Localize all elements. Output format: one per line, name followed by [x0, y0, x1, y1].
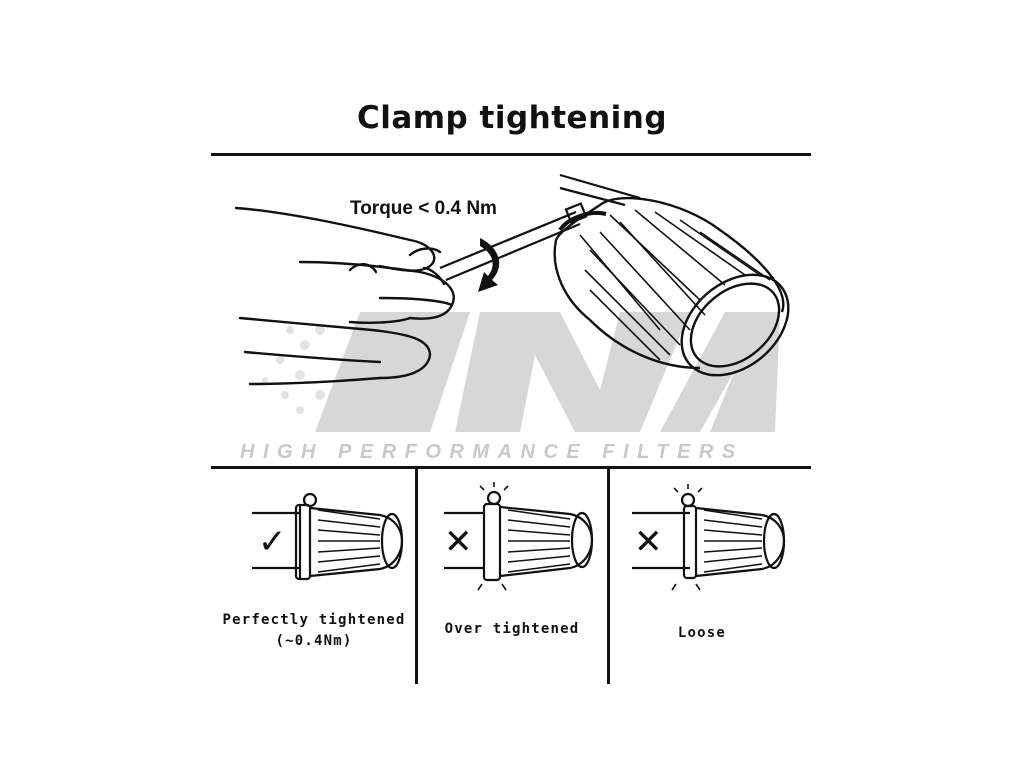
panel-3-caption: Loose — [610, 623, 794, 644]
middle-divider — [211, 466, 811, 469]
panel-1-caption: Perfectly tightened (~0.4Nm) — [214, 610, 414, 652]
panel-3-caption-line1: Loose — [677, 625, 727, 641]
panel-3-filter-icon — [632, 484, 786, 591]
panel-1-filter-icon — [252, 492, 404, 581]
panel-2-filter-icon — [444, 482, 594, 591]
panel-2-caption: Over tightened — [418, 619, 606, 640]
top-divider — [211, 153, 811, 156]
panel-divider-1 — [415, 466, 418, 684]
rotation-arrow-icon — [478, 238, 500, 292]
panel-2-caption-line1: Over tightened — [444, 621, 580, 637]
dna-logo-watermark — [262, 312, 780, 432]
watermark-tagline: HIGH PERFORMANCE FILTERS — [240, 441, 744, 463]
cross-icon: ✕ — [634, 522, 663, 562]
cross-icon: ✕ — [444, 522, 473, 562]
diagram-title: Clamp tightening — [356, 100, 668, 136]
screwdriver-icon — [439, 173, 641, 282]
hand-icon — [234, 206, 455, 386]
panel-1-caption-line2: (~0.4Nm) — [275, 633, 353, 649]
panel-1-caption-line1: Perfectly tightened — [222, 612, 406, 628]
check-icon: ✓ — [258, 522, 287, 562]
panel-divider-2 — [607, 466, 610, 684]
air-filter-icon — [553, 196, 790, 377]
torque-label: Torque < 0.4 Nm — [350, 198, 497, 219]
